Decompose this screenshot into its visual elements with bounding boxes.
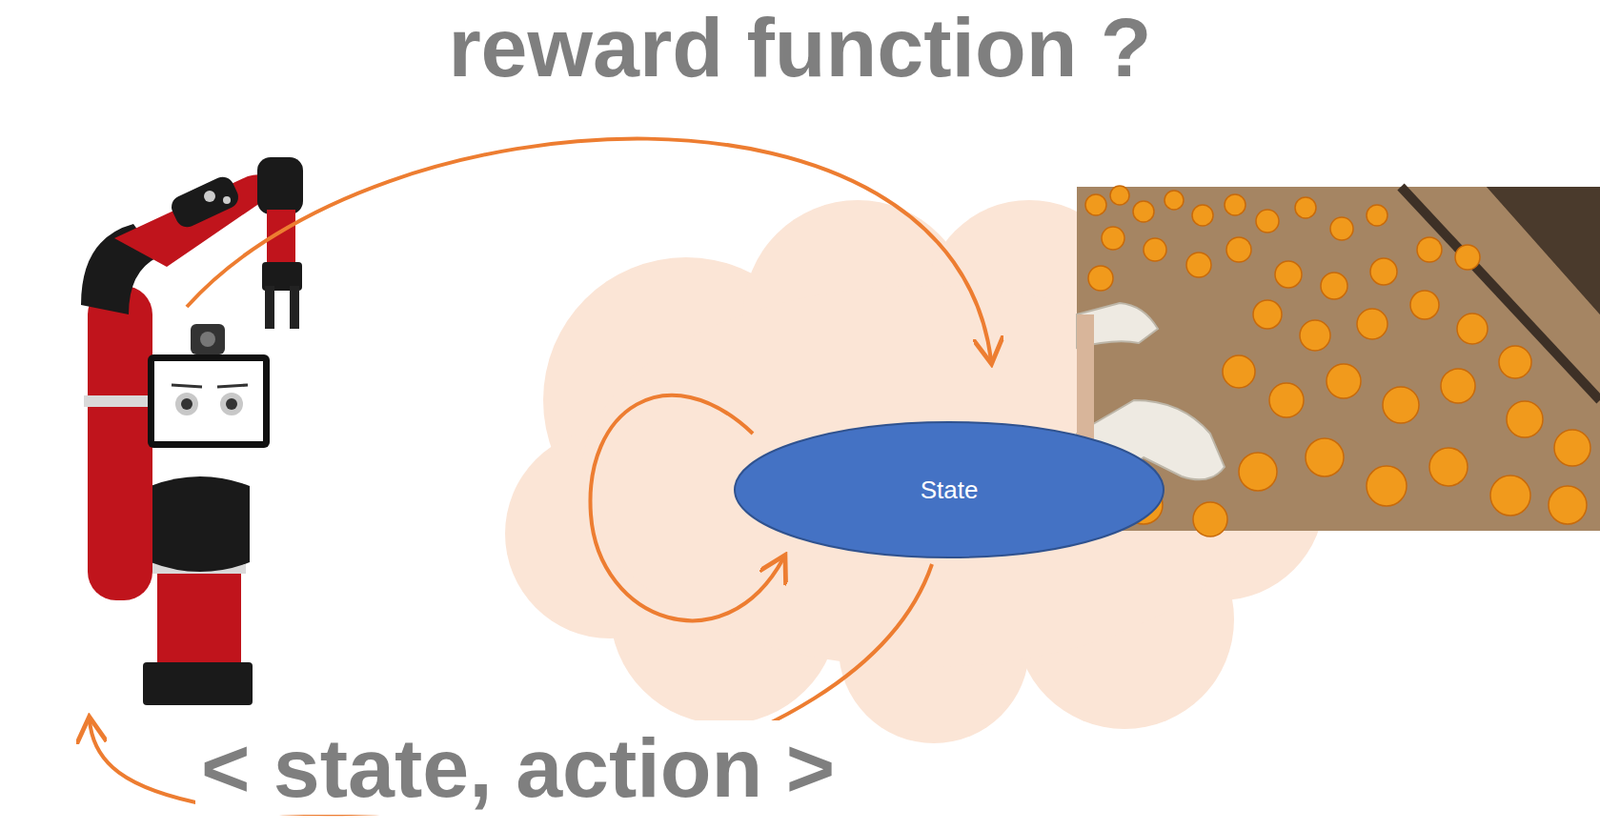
arrow-label: < state, action > <box>195 720 841 815</box>
node-label: State <box>920 475 979 506</box>
state-ellipse: State <box>732 420 1166 560</box>
title-wrap: reward function ? <box>0 5 1600 90</box>
diagram-title: reward function ? <box>447 0 1152 95</box>
label-wrap: < state, action > <box>195 726 841 811</box>
